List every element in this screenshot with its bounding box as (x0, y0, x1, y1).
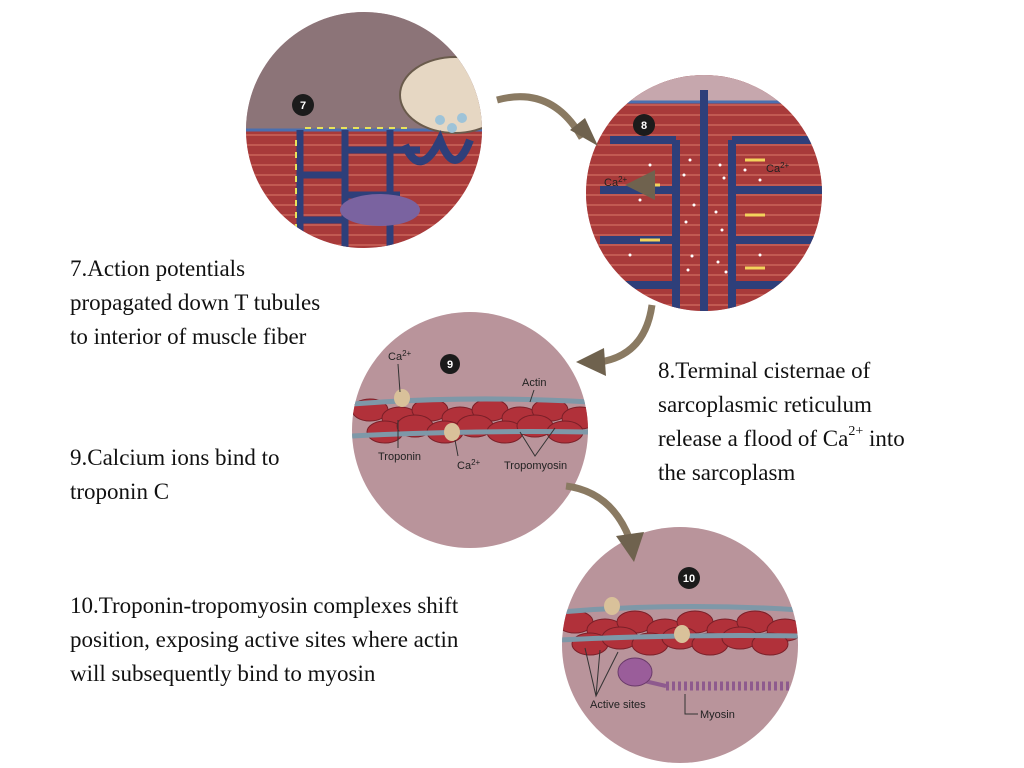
step-9-line-1: 9.Calcium ions bind to (70, 445, 280, 470)
arrow-9-to-10 (565, 482, 634, 542)
step-7-badge (292, 94, 314, 116)
step-8-illustration: Ca2+ Ca2+ 8 (586, 75, 822, 311)
step-8-line-3: release a flood of Ca2+ into (658, 424, 905, 451)
active-sites-label: Active sites (590, 699, 646, 711)
flow-arrows (496, 93, 656, 562)
tropomyosin-label: Tropomyosin (504, 460, 567, 472)
step-8-caption: 8.Terminal cisternae of sarcoplasmic ret… (658, 354, 905, 490)
myosin-label: Myosin (700, 709, 735, 721)
step-8-line-2: sarcoplasmic reticulum (658, 392, 872, 417)
step-8-badge (633, 114, 655, 136)
ca-label-bottom: Ca2+ (457, 458, 481, 472)
step-9-badge-number: 9 (447, 359, 453, 371)
step-8-line-1: 8.Terminal cisternae of (658, 358, 871, 383)
step-7-badge-number: 7 (300, 100, 306, 112)
step-9-badge (440, 354, 460, 374)
step-7-line-1: 7.Action potentials (70, 256, 246, 281)
step-7-line-3: to interior of muscle fiber (70, 324, 307, 349)
step-10-line-3: will subsequently bind to myosin (70, 661, 376, 686)
troponin-label: Troponin (378, 451, 421, 463)
arrow-8-to-9 (599, 304, 656, 366)
step-7-caption: 7.Action potentials propagated down T tu… (70, 252, 320, 354)
step-9-illustration: 9 Ca2+ Actin Troponin Ca2+ Tropomyosin (352, 312, 588, 548)
step-10-line-1: 10.Troponin-tropomyosin complexes shift (70, 593, 459, 618)
actin-label: Actin (522, 377, 546, 389)
step-7-line-2: propagated down T tubules (70, 290, 321, 315)
step-9-line-2: troponin C (70, 479, 170, 504)
step-10-badge (678, 567, 700, 589)
ca-label-right: Ca2+ (766, 161, 790, 175)
step-10-illustration: 10 Active sites Myosin (562, 527, 798, 763)
step-10-badge-number: 10 (683, 573, 695, 585)
step-8-line-4: the sarcoplasm (658, 460, 796, 485)
step-10-caption: 10.Troponin-tropomyosin complexes shift … (70, 589, 458, 691)
ca-label-left: Ca2+ (604, 175, 628, 189)
step-9-caption: 9.Calcium ions bind to troponin C (70, 441, 280, 509)
step-8-badge-number: 8 (641, 120, 647, 132)
ca-label-top: Ca2+ (388, 349, 412, 363)
step-10-line-2: position, exposing active sites where ac… (70, 627, 459, 652)
arrow-7-to-8 (496, 93, 586, 140)
step-7-illustration: 7 (246, 12, 482, 248)
